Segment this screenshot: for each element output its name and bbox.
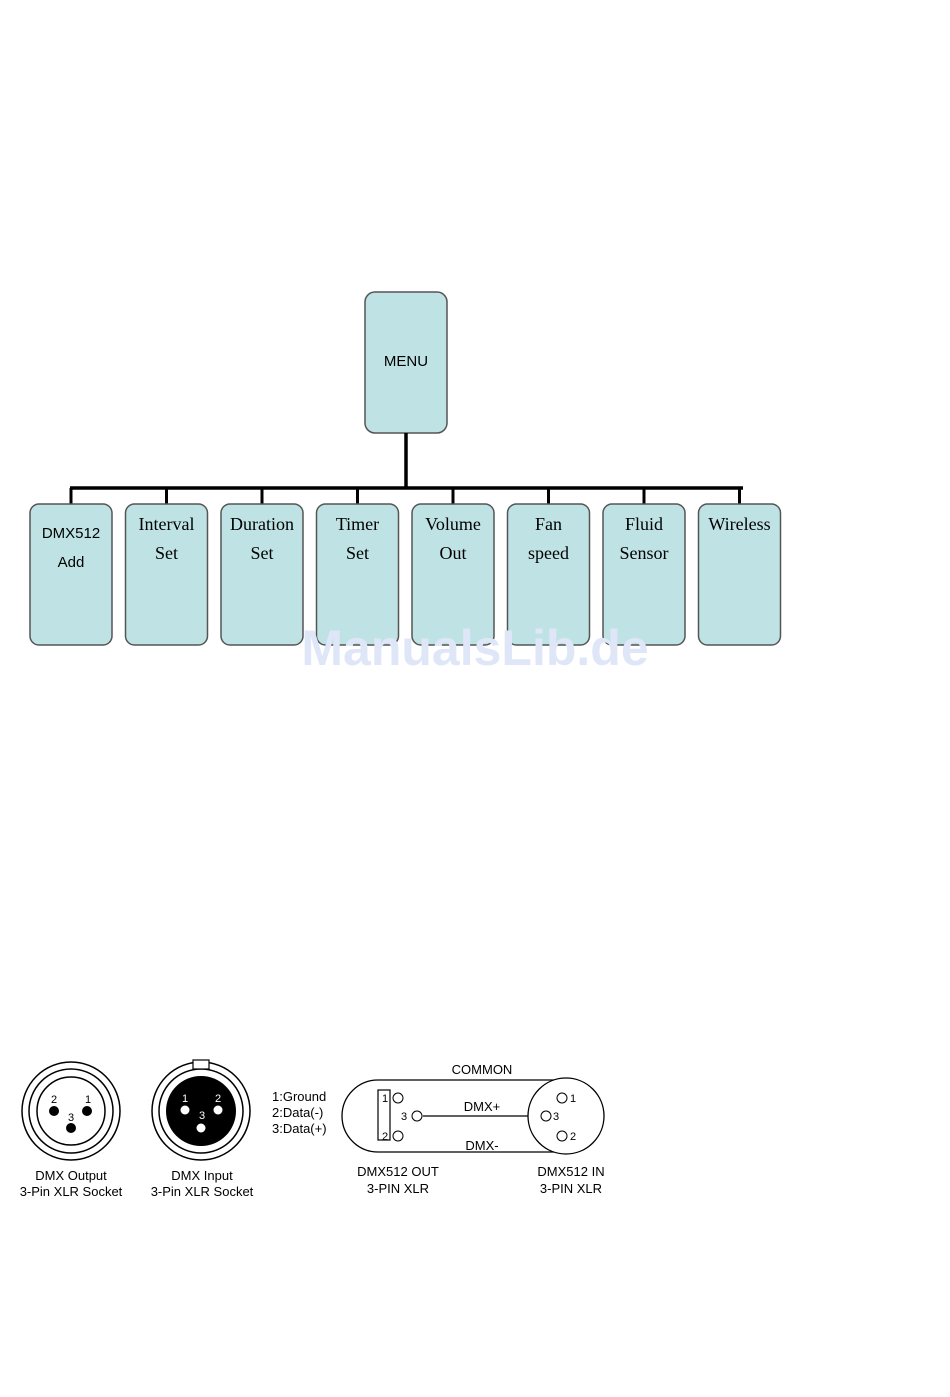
dmx-plus-label: DMX+: [464, 1099, 500, 1114]
menu-child-label: Interval: [139, 514, 195, 534]
input-pin-3-label: 3: [199, 1110, 205, 1122]
menu-child-label: DMX512: [42, 525, 100, 542]
pin-legend: 1:Ground 2:Data(-) 3:Data(+): [272, 1089, 327, 1136]
out-pin-3-label: 3: [401, 1111, 407, 1123]
output-caption-2: 3-Pin XLR Socket: [20, 1184, 123, 1199]
output-pin-3-label: 3: [68, 1112, 74, 1124]
output-pin-2: [49, 1106, 59, 1116]
input-caption-2: 3-Pin XLR Socket: [151, 1184, 254, 1199]
output-pin-1-label: 1: [85, 1094, 91, 1106]
common-label: COMMON: [452, 1062, 513, 1077]
menu-root-label: MENU: [384, 353, 428, 370]
menu-child-sublabel: Add: [58, 554, 85, 571]
out-caption-1: DMX512 OUT: [357, 1164, 439, 1179]
legend-data-minus: 2:Data(-): [272, 1105, 323, 1120]
watermark: ManualsLib.de: [301, 620, 648, 676]
menu-child-label: Volume: [425, 514, 481, 534]
input-pin-3: [197, 1124, 206, 1133]
dmx-minus-label: DMX-: [465, 1138, 498, 1153]
input-pin-1: [181, 1106, 190, 1115]
menu-child-sublabel: Set: [250, 543, 273, 563]
menu-child-sublabel: Set: [155, 543, 178, 563]
legend-data-plus: 3:Data(+): [272, 1121, 327, 1136]
dmx-out-plug: [342, 1080, 404, 1152]
menu-child-label: Fluid: [625, 514, 663, 534]
menu-child-label: Timer: [336, 514, 379, 534]
input-pin-2: [214, 1106, 223, 1115]
dmx-in-plug: [528, 1078, 604, 1154]
in-caption-2: 3-PIN XLR: [540, 1181, 602, 1196]
input-pin-1-label: 1: [182, 1093, 188, 1105]
out-caption-2: 3-PIN XLR: [367, 1181, 429, 1196]
in-pin-3-label: 3: [553, 1111, 559, 1123]
legend-ground: 1:Ground: [272, 1089, 326, 1104]
output-pin-1: [82, 1106, 92, 1116]
menu-child-sublabel: Out: [440, 543, 467, 563]
output-pin-3: [66, 1123, 76, 1133]
menu-child-label: Wireless: [708, 514, 770, 534]
dmx-output-connector: 2 1 3 DMX Output 3-Pin XLR Socket: [20, 1062, 123, 1199]
input-caption-1: DMX Input: [171, 1168, 233, 1183]
menu-child-sublabel: Sensor: [620, 543, 669, 563]
in-caption-1: DMX512 IN: [537, 1164, 604, 1179]
menu-child-sublabel: speed: [528, 543, 569, 563]
output-pin-2-label: 2: [51, 1094, 57, 1106]
wiring-diagram: 1 3 2 COMMON DMX+ DMX- 1 3 2 DMX512 OUT …: [342, 1062, 605, 1196]
menu-child-label: Fan: [535, 514, 562, 534]
in-pin-1-label: 1: [570, 1093, 576, 1105]
out-pin-1-label: 1: [382, 1093, 388, 1105]
menu-child-sublabel: Set: [346, 543, 369, 563]
input-pin-2-label: 2: [215, 1093, 221, 1105]
in-pin-2-label: 2: [570, 1131, 576, 1143]
dmx-input-connector: 1 2 3 DMX Input 3-Pin XLR Socket: [151, 1060, 254, 1199]
output-caption-1: DMX Output: [35, 1168, 107, 1183]
out-pin-2-label: 2: [382, 1131, 388, 1143]
menu-child-label: Duration: [230, 514, 294, 534]
